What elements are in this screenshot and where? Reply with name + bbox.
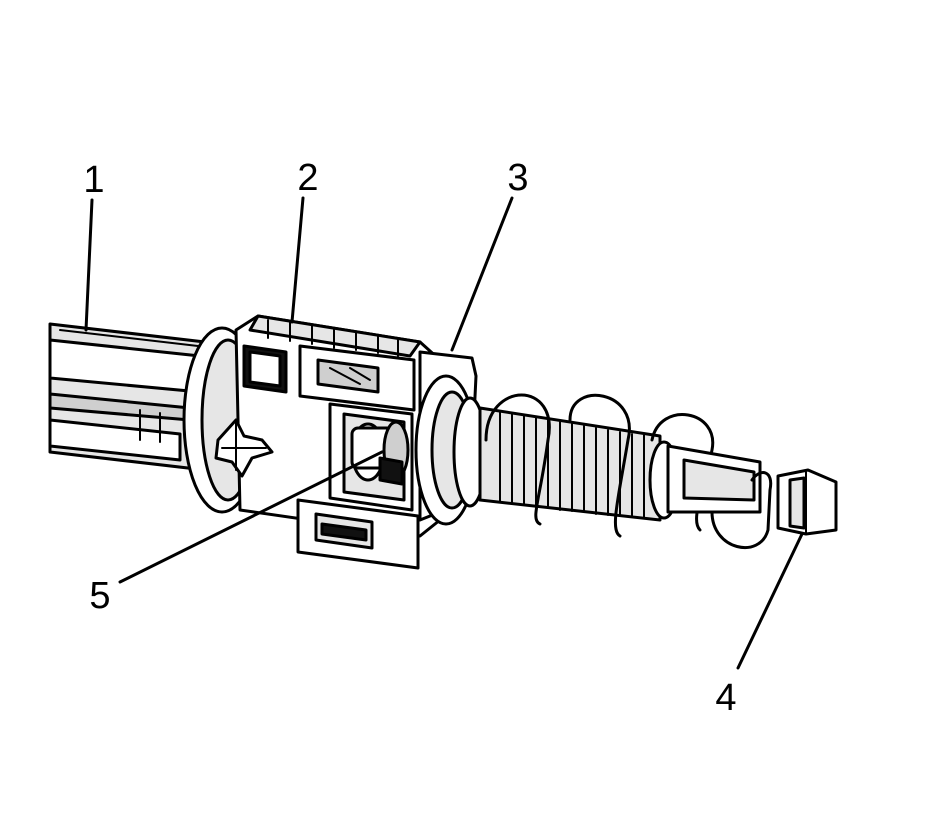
return-spring	[478, 393, 715, 538]
callout-label-1: 1	[83, 159, 104, 201]
callout-label-3: 3	[507, 157, 528, 199]
leader-line-1	[84, 198, 94, 332]
plunger-tip	[776, 468, 838, 536]
leader-line-2	[290, 196, 305, 324]
callout-label-5: 5	[89, 575, 110, 617]
internal-plunger	[350, 420, 410, 486]
seal-collar	[414, 350, 488, 526]
leader-line-4	[736, 532, 804, 670]
leader-lines	[84, 196, 804, 670]
callout-label-2: 2	[297, 157, 318, 199]
actuator-rod	[648, 440, 773, 549]
leader-line-5	[118, 450, 384, 584]
leader-line-3	[450, 196, 514, 352]
callout-label-4: 4	[715, 677, 736, 719]
shaft-housing	[48, 322, 207, 472]
